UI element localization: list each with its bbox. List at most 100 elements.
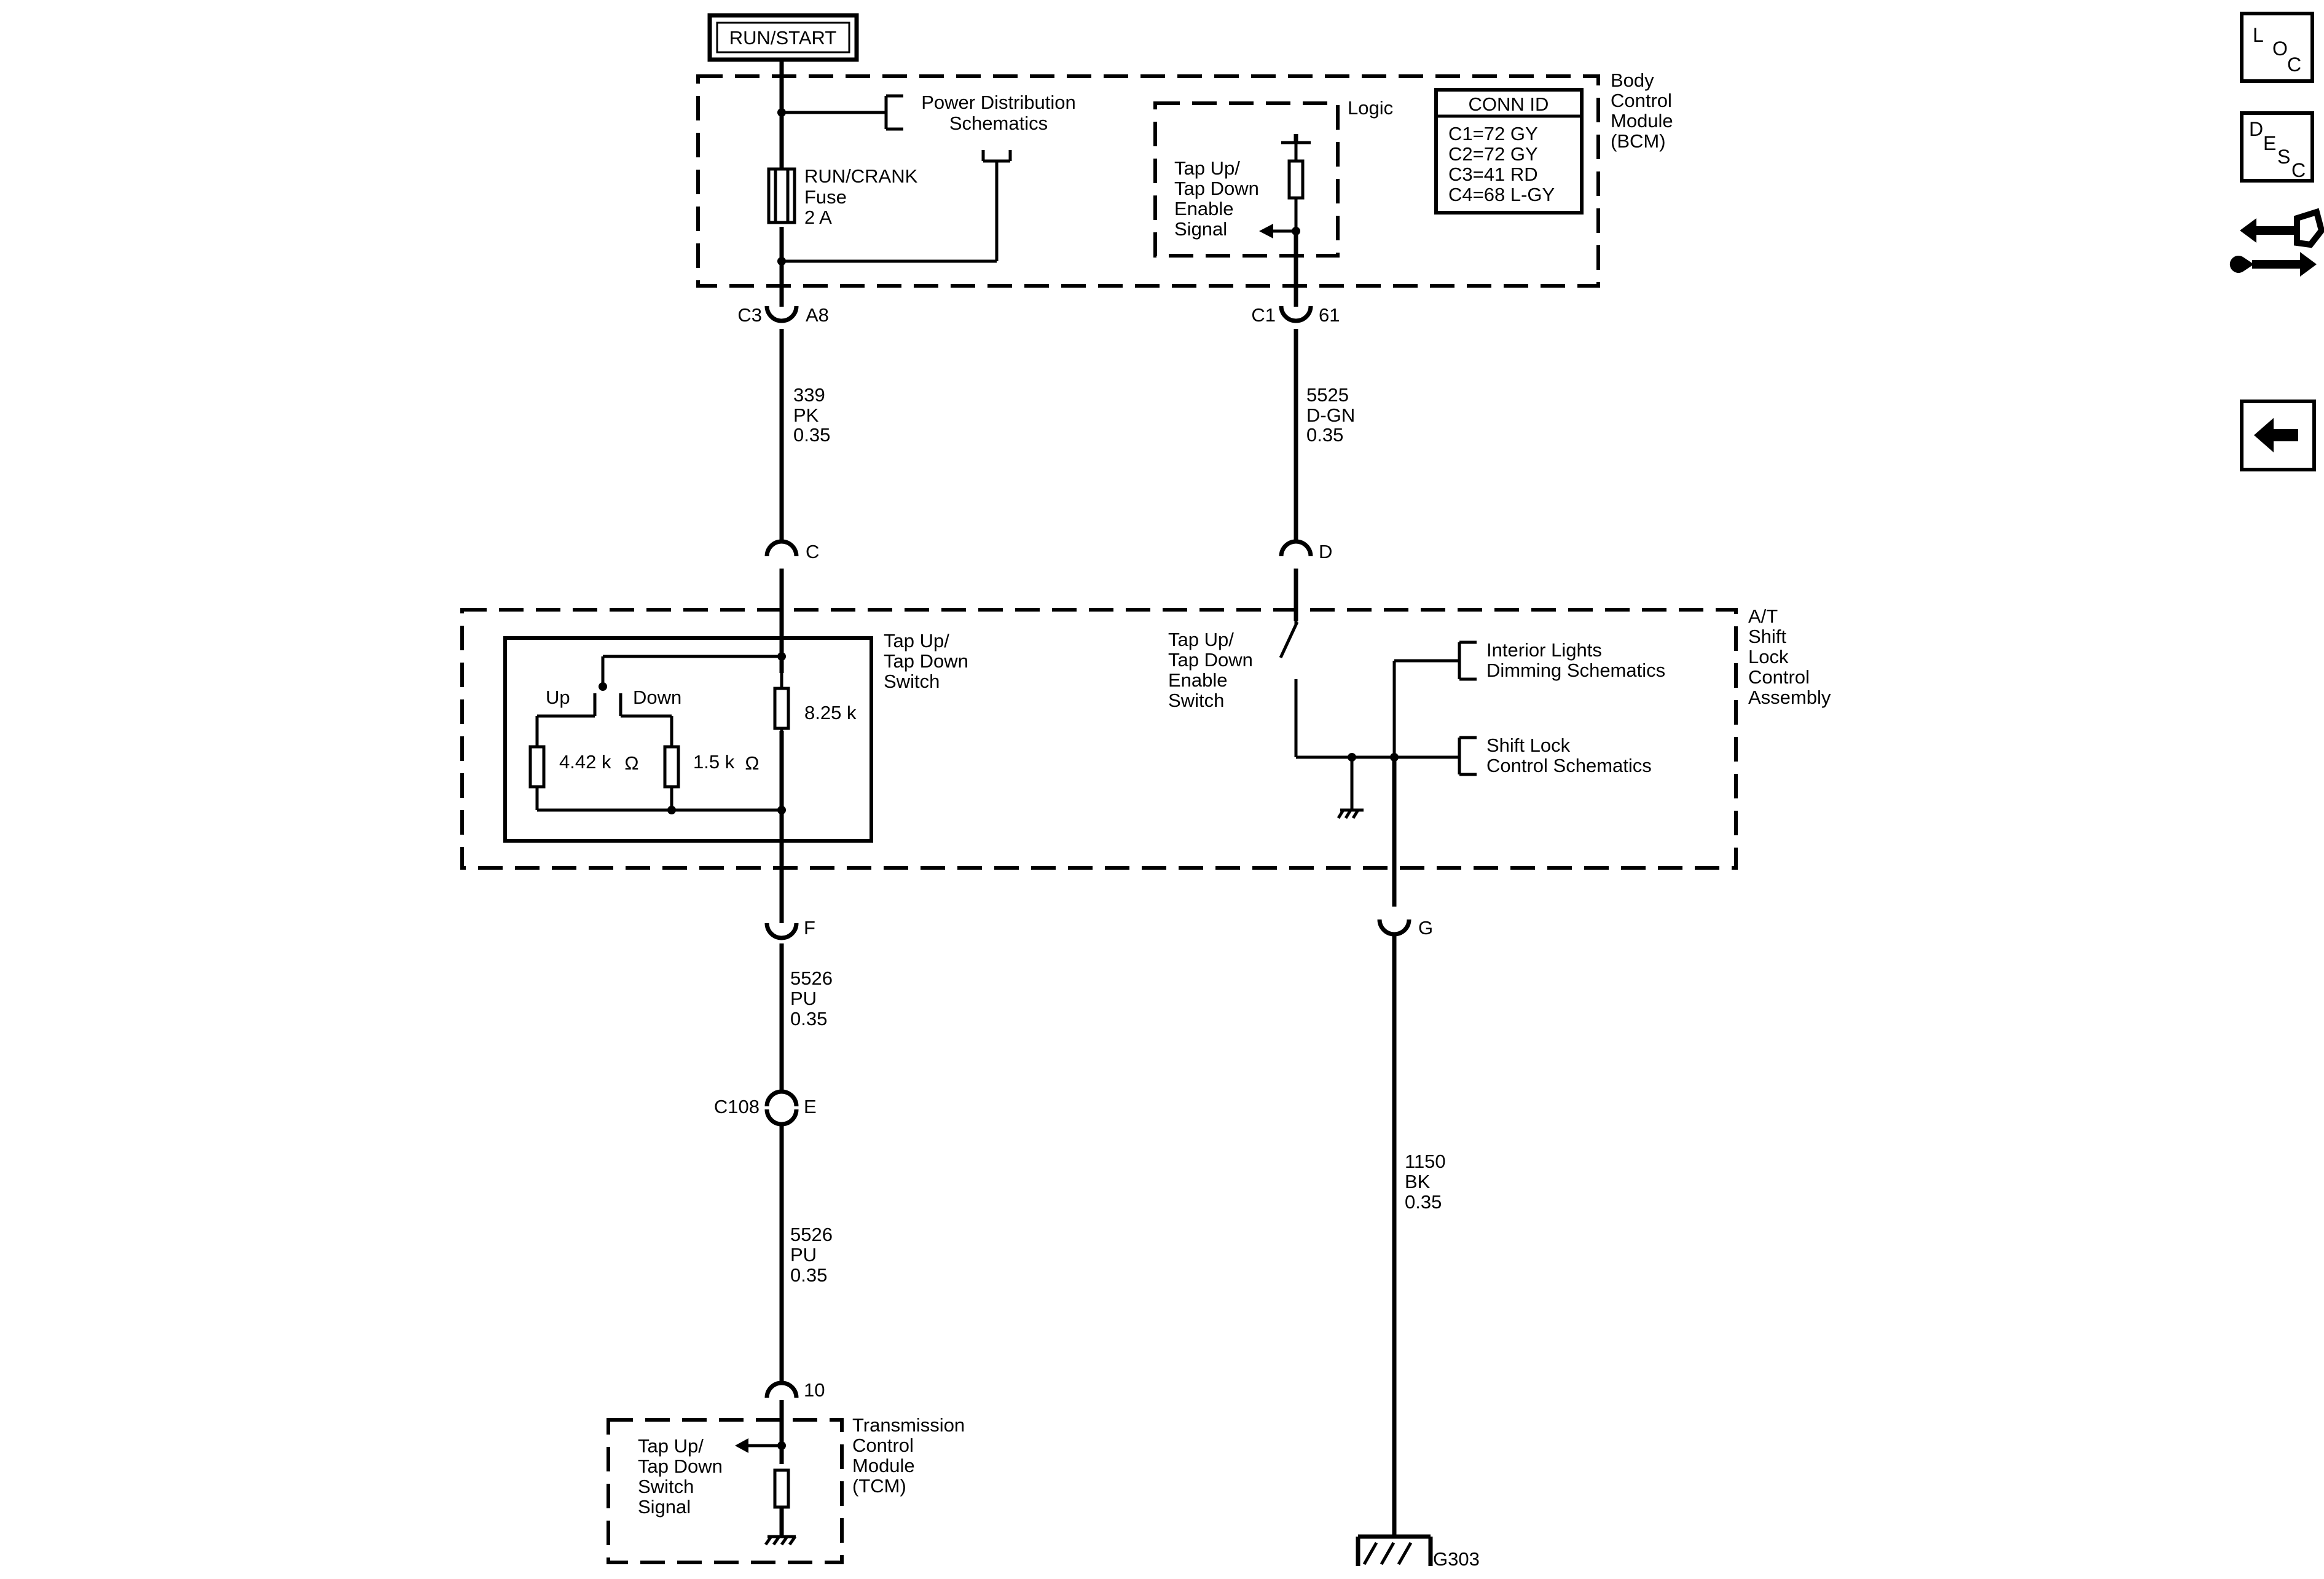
svg-text:Control: Control xyxy=(852,1435,914,1456)
resistor-4k42-label: 4.42 k Ω xyxy=(559,751,639,774)
loc-button[interactable]: L O C xyxy=(2240,12,2314,83)
svg-text:G: G xyxy=(1418,917,1433,939)
svg-text:E: E xyxy=(804,1096,817,1117)
wire-5526-lower-label: 5526 PU 0.35 xyxy=(790,1224,833,1286)
svg-text:C1=72 GY: C1=72 GY xyxy=(1448,123,1538,144)
svg-text:1.5 k: 1.5 k xyxy=(693,751,735,773)
tap-enable-signal-label: Tap Up/ Tap Down Enable Signal xyxy=(1174,157,1259,240)
logic-outline xyxy=(1153,101,1340,258)
back-arrow-icon[interactable] xyxy=(2240,400,2316,471)
resistor-4k42 xyxy=(528,745,546,789)
svg-text:0.35: 0.35 xyxy=(1306,424,1343,446)
svg-text:Signal: Signal xyxy=(1174,218,1227,240)
svg-text:0.35: 0.35 xyxy=(1405,1191,1442,1213)
resistor-8k25-label: 8.25 k xyxy=(804,702,857,723)
bcm-outline xyxy=(696,74,1600,288)
svg-text:RUN/CRANK: RUN/CRANK xyxy=(804,165,918,187)
svg-text:D: D xyxy=(2249,118,2263,140)
svg-text:Tap Down: Tap Down xyxy=(884,650,968,672)
svg-text:Control Schematics: Control Schematics xyxy=(1486,755,1652,776)
svg-text:C4=68 L-GY: C4=68 L-GY xyxy=(1448,184,1555,205)
svg-text:Signal: Signal xyxy=(638,1496,691,1518)
svg-text:0.35: 0.35 xyxy=(793,424,830,446)
svg-text:Body: Body xyxy=(1611,69,1654,91)
switch-contact xyxy=(599,682,607,691)
connector-10: 10 xyxy=(764,1379,825,1401)
svg-text:5526: 5526 xyxy=(790,967,833,989)
tap-switch-wiring xyxy=(535,655,783,812)
svg-text:PK: PK xyxy=(793,404,819,426)
tcm-internal xyxy=(735,1438,797,1546)
junction-dot xyxy=(777,806,786,814)
svg-text:Shift: Shift xyxy=(1748,626,1786,647)
resistor-1k5-label: 1.5 k Ω xyxy=(693,751,760,774)
svg-text:0.35: 0.35 xyxy=(790,1264,827,1286)
connector-f: F xyxy=(764,917,815,940)
svg-text:Tap Up/: Tap Up/ xyxy=(638,1435,704,1457)
svg-text:Enable: Enable xyxy=(1174,198,1234,219)
svg-text:Dimming Schematics: Dimming Schematics xyxy=(1486,660,1665,681)
tcm-signal-label: Tap Up/ Tap Down Switch Signal xyxy=(638,1435,723,1518)
connector-d: D xyxy=(1279,539,1332,562)
svg-text:Assembly: Assembly xyxy=(1748,687,1831,708)
power-distribution-label: Power Distribution Schematics xyxy=(921,92,1076,134)
svg-text:RUN/START: RUN/START xyxy=(729,27,837,49)
svg-text:Control: Control xyxy=(1748,666,1810,688)
svg-text:F: F xyxy=(804,917,815,939)
connector-c: C xyxy=(764,539,819,562)
junction-dot xyxy=(777,257,786,266)
tcm-outline xyxy=(607,1418,844,1564)
svg-text:Module: Module xyxy=(1611,110,1673,132)
junction-dot xyxy=(777,108,786,117)
logic-resistor xyxy=(1287,159,1305,200)
svg-text:O: O xyxy=(2272,37,2288,60)
svg-text:Switch: Switch xyxy=(884,671,940,692)
svg-text:Module: Module xyxy=(852,1455,915,1476)
svg-text:(TCM): (TCM) xyxy=(852,1475,906,1497)
tap-switch-label: Tap Up/ Tap Down Switch xyxy=(884,630,968,692)
svg-text:2 A: 2 A xyxy=(804,207,832,228)
svg-text:BK: BK xyxy=(1405,1171,1431,1192)
svg-text:CONN ID: CONN ID xyxy=(1469,93,1549,115)
middle-circuit-wires xyxy=(1259,134,1459,819)
svg-text:D-GN: D-GN xyxy=(1306,404,1355,426)
svg-text:Switch: Switch xyxy=(638,1476,694,1497)
desc-button[interactable]: D E S C xyxy=(2240,111,2314,183)
svg-text:5525: 5525 xyxy=(1306,384,1349,406)
svg-text:Transmission: Transmission xyxy=(852,1414,965,1436)
svg-text:(BCM): (BCM) xyxy=(1611,130,1666,152)
svg-text:D: D xyxy=(1319,541,1332,562)
svg-text:L: L xyxy=(2253,24,2264,46)
svg-text:PU: PU xyxy=(790,988,817,1009)
svg-text:Lock: Lock xyxy=(1748,646,1789,667)
svg-text:0.35: 0.35 xyxy=(790,1008,827,1030)
wire-339-label: 339 PK 0.35 xyxy=(793,384,830,446)
junction-dot xyxy=(1390,753,1399,762)
run-start-label-box: RUN/START xyxy=(707,13,859,62)
svg-text:Power Distribution: Power Distribution xyxy=(921,92,1076,113)
svg-text:A8: A8 xyxy=(806,304,829,326)
svg-text:1150: 1150 xyxy=(1405,1151,1446,1172)
down-label: Down xyxy=(633,687,681,708)
svg-text:4.42 k: 4.42 k xyxy=(559,751,611,773)
wire-5526-upper-label: 5526 PU 0.35 xyxy=(790,967,833,1030)
svg-text:Tap Up/: Tap Up/ xyxy=(884,630,949,652)
svg-text:Tap Down: Tap Down xyxy=(1174,178,1259,199)
svg-text:C3: C3 xyxy=(737,304,762,326)
junction-dot xyxy=(1292,227,1300,235)
shift-lock-assembly-outline xyxy=(460,608,1738,870)
svg-text:Tap Down: Tap Down xyxy=(638,1455,723,1477)
svg-text:Fuse: Fuse xyxy=(804,186,847,208)
left-circuit-wires xyxy=(779,60,1012,1537)
connector-c1-61: C1 61 xyxy=(1251,304,1340,326)
tap-switch-box xyxy=(503,636,873,843)
svg-text:Ω: Ω xyxy=(745,752,759,774)
junction-dot xyxy=(1348,753,1356,762)
svg-text:5526: 5526 xyxy=(790,1224,833,1245)
connector-c108-e: C108 E xyxy=(714,1089,817,1127)
svg-text:Shift Lock: Shift Lock xyxy=(1486,734,1571,756)
shift-lock-assembly-title: A/T Shift Lock Control Assembly xyxy=(1748,605,1831,708)
connector-exchange-icon[interactable] xyxy=(2229,208,2324,277)
svg-text:61: 61 xyxy=(1319,304,1340,326)
svg-text:E: E xyxy=(2263,132,2276,154)
